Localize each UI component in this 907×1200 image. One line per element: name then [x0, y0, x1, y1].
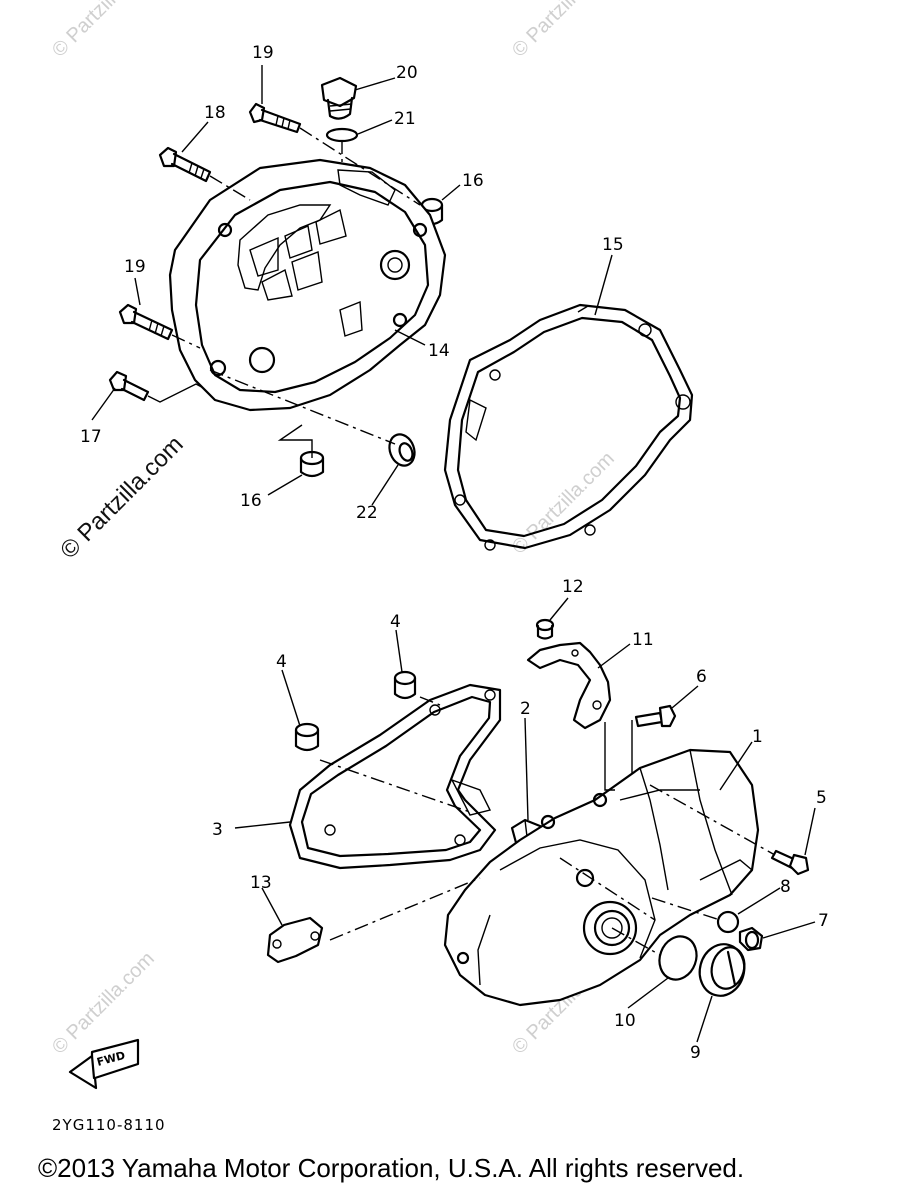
watermark: © Partzilla.com [48, 0, 159, 62]
crankcase-cover-gasket-part [288, 683, 502, 870]
part-number-label: 17 [80, 427, 102, 447]
part-number-label: 11 [632, 630, 654, 650]
o-ring-part [325, 127, 359, 143]
o-ring-part [658, 935, 698, 981]
part-number-label: 4 [276, 652, 287, 672]
diagram-code: 2YG110-8110 [52, 1116, 166, 1134]
part-number-label: 2 [520, 699, 531, 719]
dowel-pin-part [294, 722, 320, 752]
oil-seal-part [388, 433, 416, 467]
part-number-label: 21 [394, 109, 416, 129]
bolt-part [118, 303, 174, 341]
part-number-label: 5 [816, 788, 827, 808]
assembly-line [611, 927, 661, 956]
watermark: © Partzilla.com [48, 948, 159, 1059]
part-number-label: 1 [752, 727, 763, 747]
part-number-label: 4 [390, 612, 401, 632]
assembly-line [209, 175, 251, 201]
part-number-label: 6 [696, 667, 707, 687]
assembly-line [651, 897, 721, 921]
part-number-label: 19 [124, 257, 146, 277]
assembly-line [649, 784, 776, 856]
dowel-pin-part [277, 424, 325, 478]
crankcase-cover-part [168, 158, 447, 412]
forward-arrow-icon: FWD [68, 1038, 140, 1090]
part-number-label: 9 [690, 1043, 701, 1063]
plug-part [738, 926, 764, 952]
assembly-line [171, 334, 201, 349]
o-ring-part [716, 910, 740, 934]
assembly-line [209, 369, 396, 445]
part-number-label: 7 [818, 911, 829, 931]
watermark: © Partzilla.com [508, 0, 619, 62]
assembly-line [329, 877, 481, 941]
copyright-notice: ©2013 Yamaha Motor Corporation, U.S.A. A… [38, 1153, 745, 1183]
part-number-label: 22 [356, 503, 378, 523]
part-number-label: 3 [212, 820, 223, 840]
part-number-label: 8 [780, 877, 791, 897]
watermark: © Partzilla.com [508, 448, 619, 559]
bolt-part [770, 849, 810, 876]
leader-lines [91, 65, 816, 1043]
assembly-line [419, 696, 441, 706]
assembly-line [559, 857, 656, 921]
watermark-main: © Partzilla.com [55, 431, 188, 564]
crankcase-cover-gasket-part [443, 303, 694, 551]
part-number-label: 10 [614, 1011, 636, 1031]
dowel-pin-part [393, 670, 417, 700]
part-number-label: 14 [428, 341, 450, 361]
bolt-part [158, 146, 212, 183]
bracket-part [266, 916, 324, 964]
oil-filler-plug-part [320, 76, 358, 120]
cap-part [698, 943, 746, 997]
part-number-label: 20 [396, 63, 418, 83]
bolt-part [248, 102, 302, 134]
crankcase-cover-part [443, 748, 760, 1007]
bracket-part [526, 641, 612, 730]
assembly-line [299, 127, 421, 206]
part-number-label: 16 [462, 171, 484, 191]
part-number-label: 16 [240, 491, 262, 511]
part-number-label: 12 [562, 577, 584, 597]
assembly-line [604, 722, 615, 791]
part-number-label: 15 [602, 235, 624, 255]
part-number-label: 18 [204, 103, 226, 123]
part-number-label: 19 [252, 43, 274, 63]
screw-part [535, 618, 555, 640]
part-number-label: 13 [250, 873, 272, 893]
